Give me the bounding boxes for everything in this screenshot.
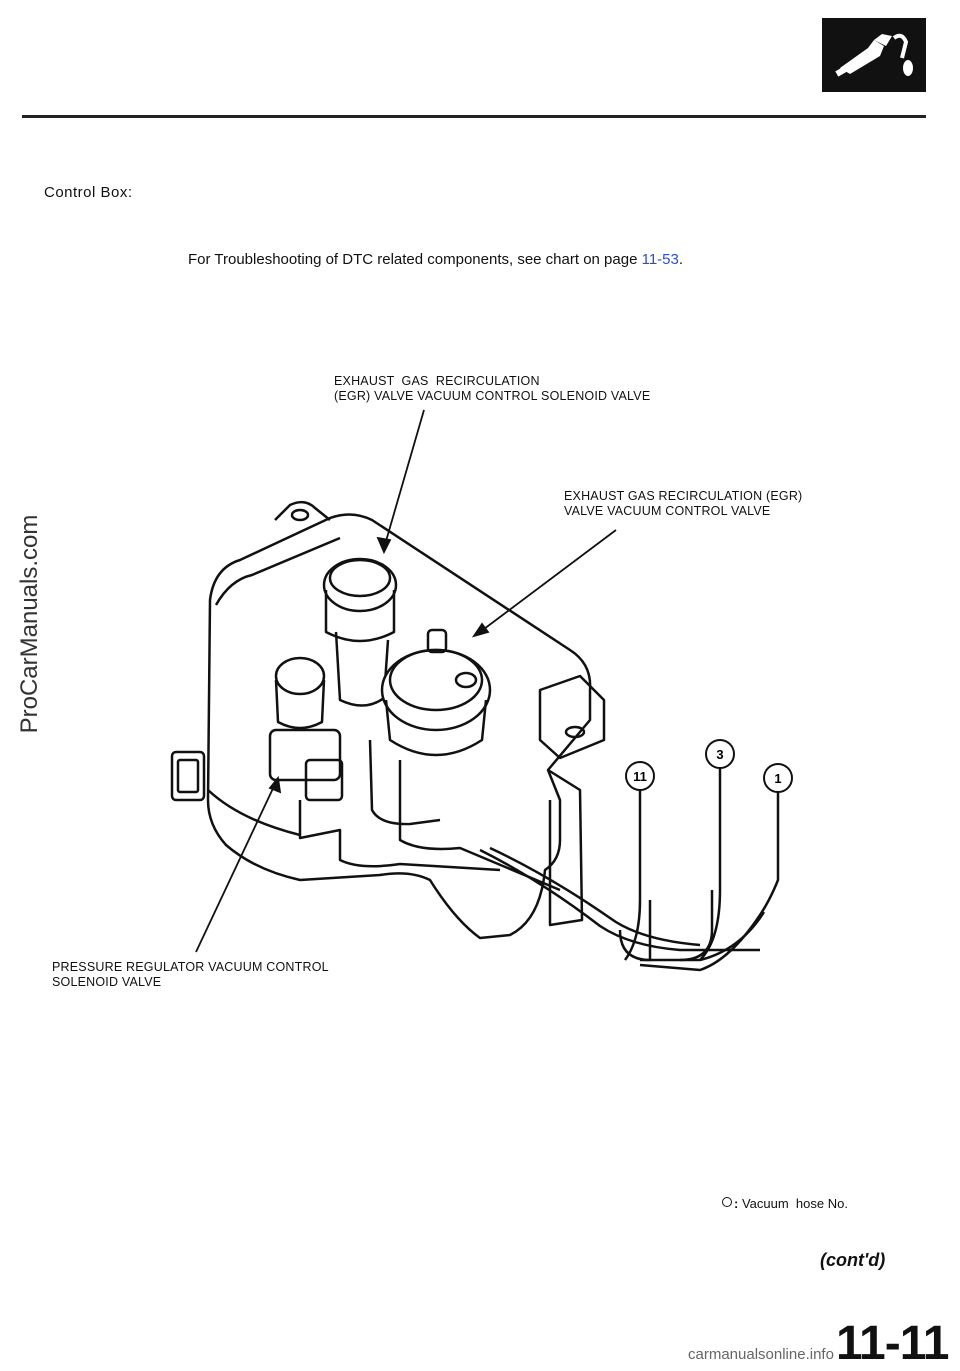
legend-text: Vacuum hose No.	[741, 1196, 848, 1211]
egr-valve-label-line2: VALVE VACUUM CONTROL VALVE	[564, 504, 771, 518]
egr-solenoid-label-line1: EXHAUST GAS RECIRCULATION	[334, 374, 540, 388]
egr-valve-label-line1: EXHAUST GAS RECIRCULATION (EGR)	[564, 489, 803, 503]
side-watermark: ProCarManuals.com	[16, 514, 43, 734]
fuel-nozzle-icon	[822, 18, 926, 92]
control-box-body	[206, 513, 592, 940]
footer-watermark: carmanualsonline.info	[688, 1346, 834, 1363]
hose-3	[640, 766, 722, 962]
egr-solenoid-label-line2: (EGR) VALVE VACUUM CONTROL SOLENOID VALV…	[334, 389, 651, 403]
egr-solenoid-label: EXHAUST GAS RECIRCULATION (EGR) VALVE VA…	[334, 374, 650, 404]
hose-number-11: 11	[633, 769, 647, 784]
leader-egr-solenoid	[383, 409, 425, 549]
pressure-label-line1: PRESSURE REGULATOR VACUUM CONTROL	[52, 960, 329, 974]
pressure-label-line2: SOLENOID VALVE	[52, 975, 162, 989]
hose-11	[623, 790, 642, 961]
pressure-regulator-label: PRESSURE REGULATOR VACUUM CONTROL SOLENO…	[52, 960, 329, 990]
continued-marker: (cont'd)	[820, 1250, 886, 1270]
note-suffix: .	[678, 251, 684, 268]
hose-b	[479, 848, 760, 952]
egr-valve-label: EXHAUST GAS RECIRCULATION (EGR) VALVE VA…	[564, 489, 802, 519]
section-title: Control Box:	[44, 184, 133, 201]
mounting-tab	[274, 500, 331, 521]
legend: : Vacuum hose No.	[722, 1196, 848, 1211]
hose-1	[639, 790, 780, 972]
troubleshooting-note: For Troubleshooting of DTC related compo…	[188, 251, 683, 268]
page-link[interactable]: 11-53	[641, 251, 679, 268]
page-number: 11-11	[836, 1317, 949, 1370]
right-bracket	[538, 674, 606, 760]
pressure-solenoid	[274, 656, 326, 696]
leader-pressure	[195, 781, 277, 953]
note-text: For Troubleshooting of DTC related compo…	[188, 251, 642, 268]
hose-number-1: 1	[774, 771, 781, 786]
circle-icon	[722, 1197, 732, 1207]
hose-a	[398, 760, 561, 892]
left-connector	[170, 750, 206, 802]
hose-number-3: 3	[716, 747, 723, 762]
header-rule	[22, 115, 926, 118]
leader-egr-valve	[479, 529, 617, 633]
